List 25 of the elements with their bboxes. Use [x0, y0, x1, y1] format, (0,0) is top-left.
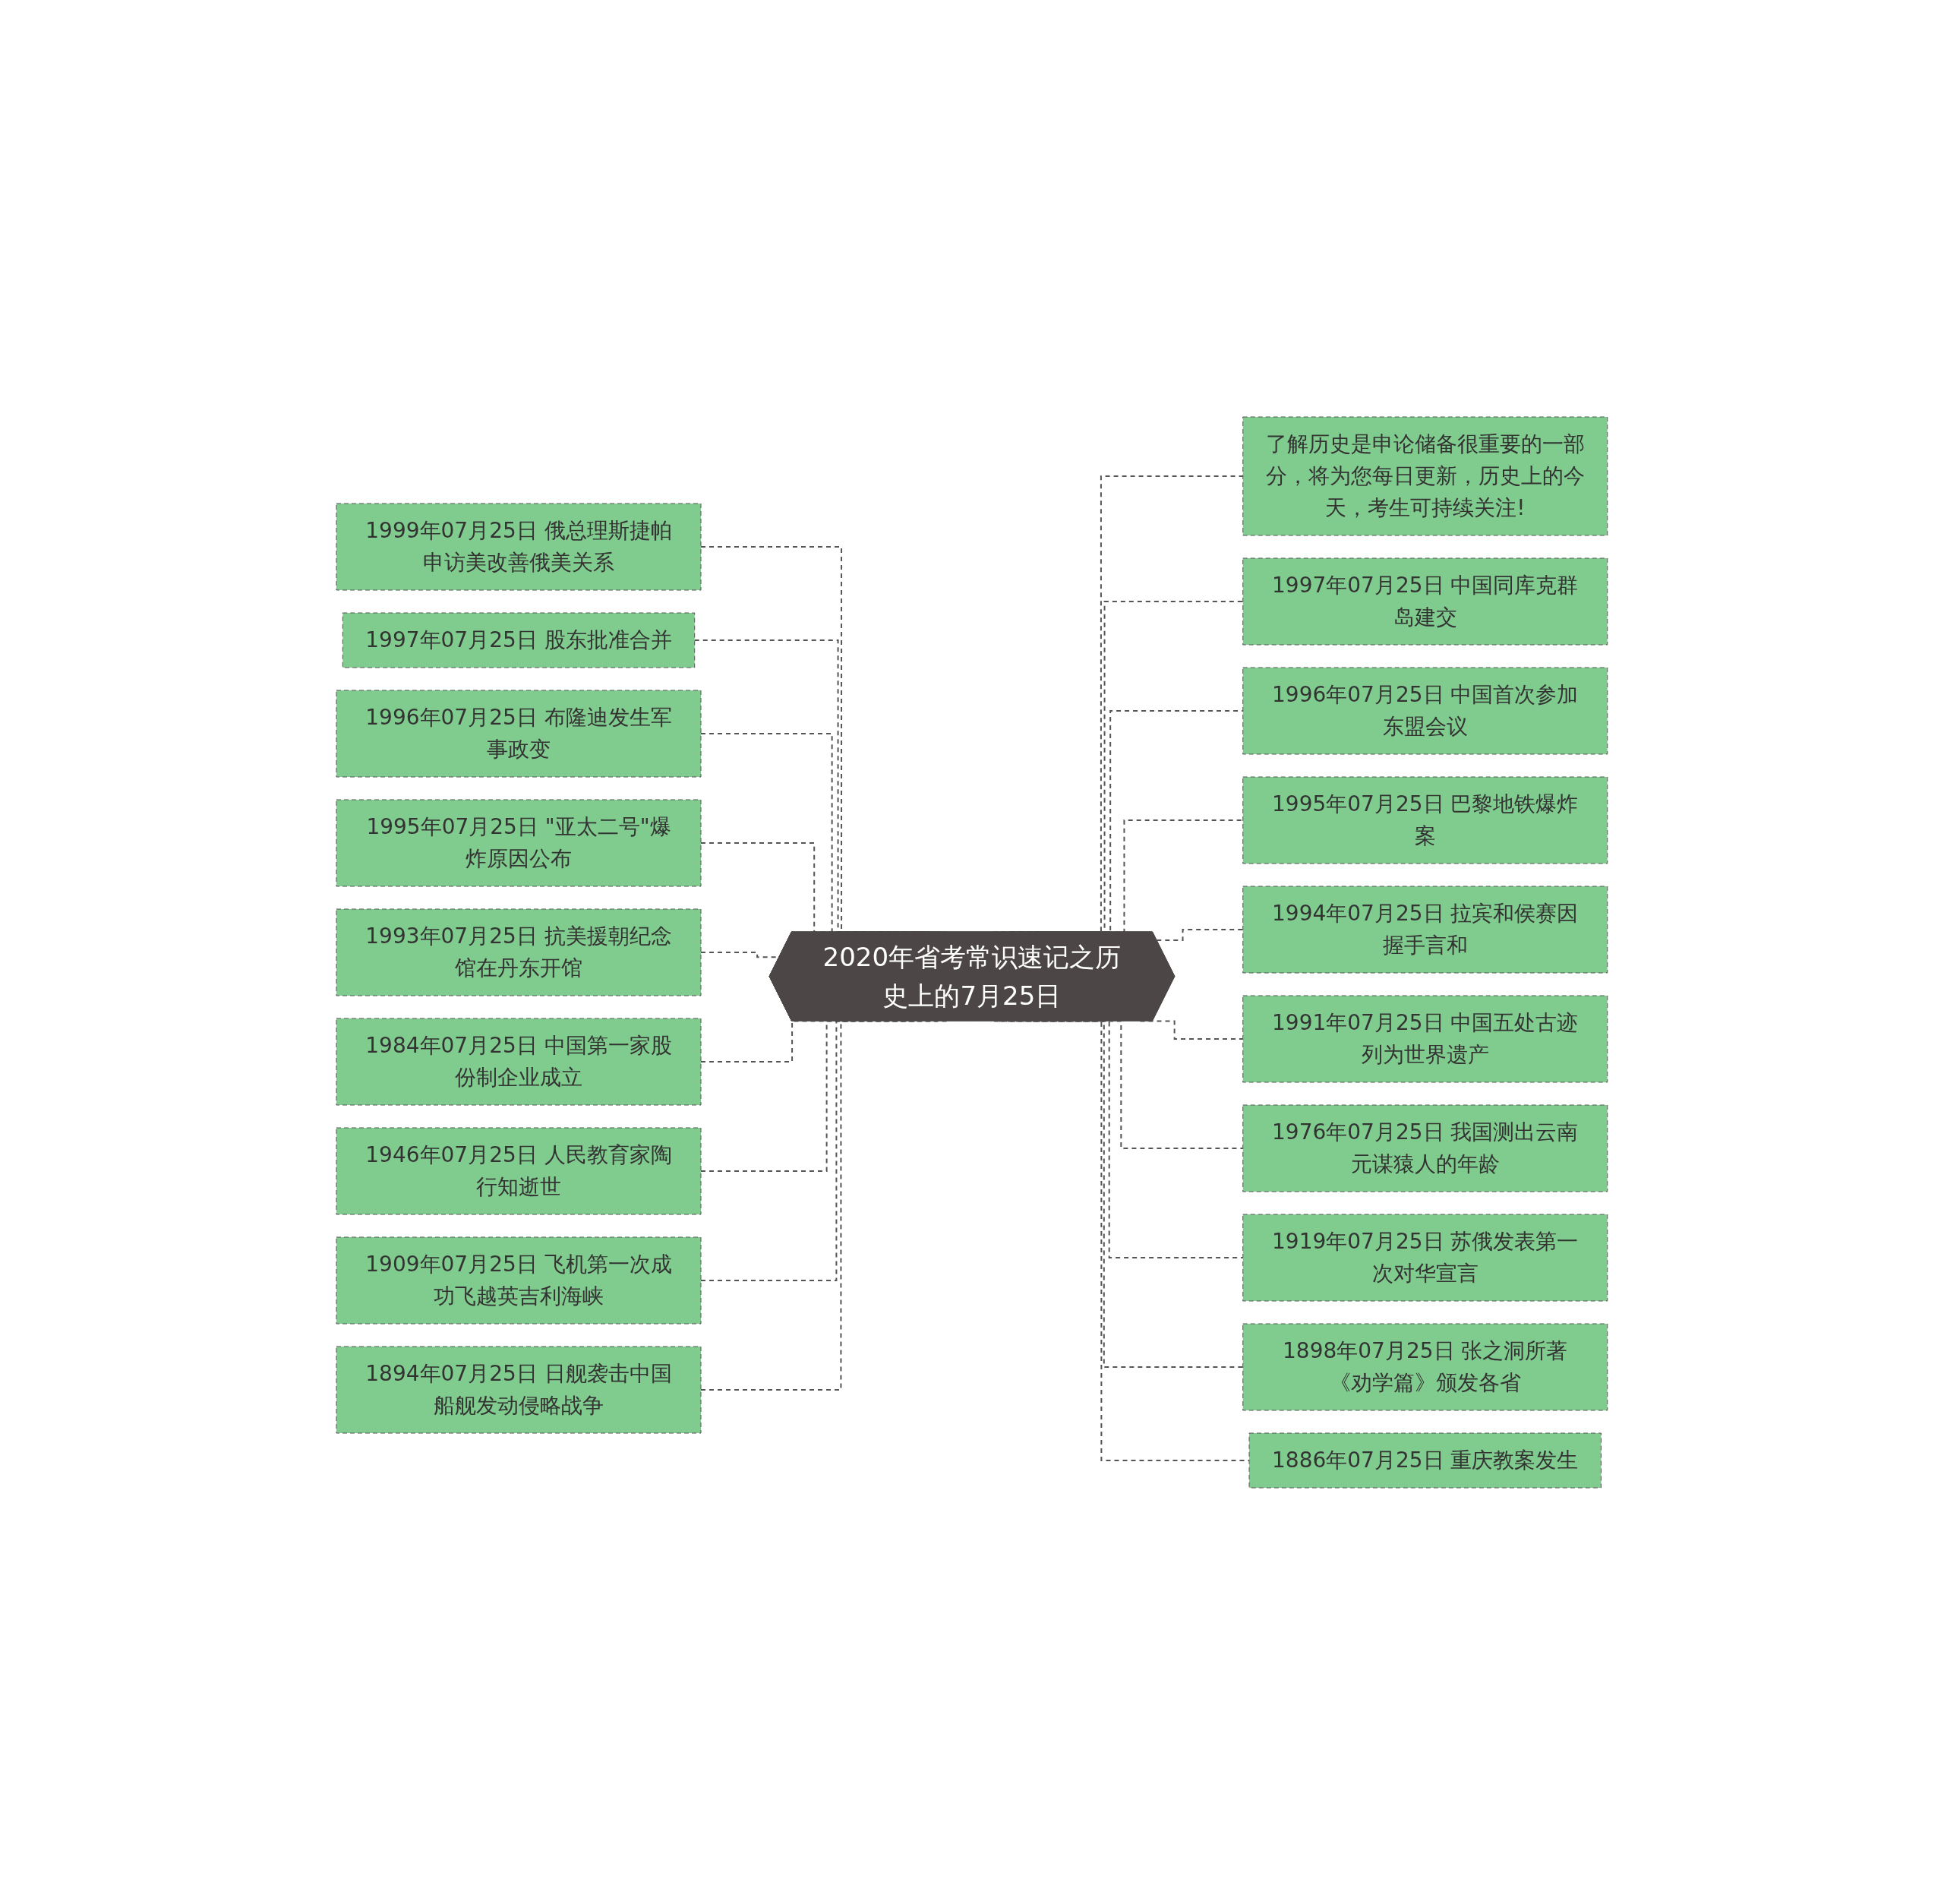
node-box: 1996年07月25日 中国首次参加东盟会议: [1242, 667, 1608, 754]
node-box: 1993年07月25日 抗美援朝纪念馆在丹东开馆: [336, 908, 702, 996]
node-box: 1991年07月25日 中国五处古迹列为世界遗产: [1242, 995, 1608, 1082]
connector: [700, 1020, 850, 1063]
node-box: 1894年07月25日 日舰袭击中国船舰发动侵略战争: [336, 1346, 702, 1433]
node-box: 1997年07月25日 股东批准合并: [342, 612, 696, 668]
node-box: 1976年07月25日 我国测出云南元谋猿人的年龄: [1242, 1104, 1608, 1192]
connector: [998, 1020, 1244, 1368]
node-box: 1919年07月25日 苏俄发表第一次对华宣言: [1242, 1214, 1608, 1301]
connector: [1156, 928, 1244, 941]
node-box: 1994年07月25日 拉宾和侯赛因握手言和: [1242, 886, 1608, 973]
node-box: 1909年07月25日 飞机第一次成功飞越英吉利海峡: [336, 1236, 702, 1324]
connector: [700, 1020, 948, 1391]
node-box: 1984年07月25日 中国第一家股份制企业成立: [336, 1018, 702, 1105]
node-box: 了解历史是申论储备很重要的一部分，将为您每日更新，历史上的今天，考生可持续关注!: [1242, 416, 1608, 535]
node-box: 1996年07月25日 布隆迪发生军事政变: [336, 690, 702, 777]
connector: [993, 1020, 1251, 1461]
node-box: 1898年07月25日 张之洞所著《劝学篇》颁发各省: [1242, 1323, 1608, 1410]
node-box: 1999年07月25日 俄总理斯捷帕申访美改善俄美关系: [336, 503, 702, 590]
node-box: 1886年07月25日 重庆教案发生: [1248, 1432, 1602, 1488]
connector: [1139, 1020, 1244, 1040]
node-box: 1995年07月25日 巴黎地铁爆炸案: [1242, 776, 1608, 864]
node-box: 1995年07月25日 "亚太二号"爆炸原因公布: [336, 799, 702, 886]
node-box: 1946年07月25日 人民教育家陶行知逝世: [336, 1127, 702, 1214]
node-box: 1997年07月25日 中国同库克群岛建交: [1242, 557, 1608, 645]
